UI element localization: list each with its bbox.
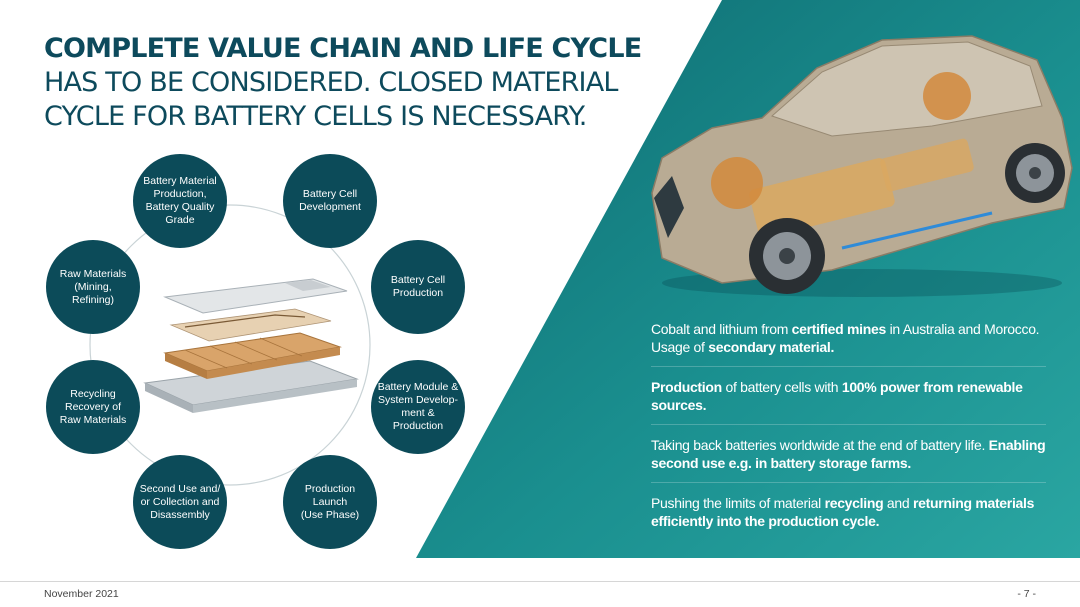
car-cutaway-illustration — [651, 35, 1073, 297]
footer-date: November 2021 — [44, 588, 119, 600]
statement-recycling: Pushing the limits of material recycling… — [651, 495, 1035, 529]
cycle-node-battery-module-system: Battery Module &System Develop-ment & Pr… — [371, 360, 465, 454]
cycle-ring-line — [89, 204, 371, 486]
page-number: - 7 - — [1017, 588, 1036, 600]
statement-second-use: Taking back batteries worldwide at the e… — [651, 436, 1046, 483]
page-title-rest: HAS TO BE CONSIDERED. CLOSED MATERIAL CY… — [44, 67, 618, 132]
footer-divider — [0, 581, 1080, 582]
page-title-bold: COMPLETE VALUE CHAIN AND LIFE CYCLE — [44, 33, 642, 64]
cycle-node-production-launch: Production Launch(Use Phase) — [283, 455, 377, 549]
statement-renewable-production: Production of battery cells with 100% po… — [651, 378, 1046, 425]
page-title: COMPLETE VALUE CHAIN AND LIFE CYCLE HAS … — [44, 32, 664, 134]
battery-pack-illustration — [143, 278, 359, 413]
key-statements-list: Cobalt and lithium from certified mines … — [651, 320, 1046, 551]
statement-certified-mines: Cobalt and lithium from certified mines … — [651, 320, 1046, 367]
cycle-node-raw-materials: Raw Materials(Mining, Refining) — [46, 240, 140, 334]
